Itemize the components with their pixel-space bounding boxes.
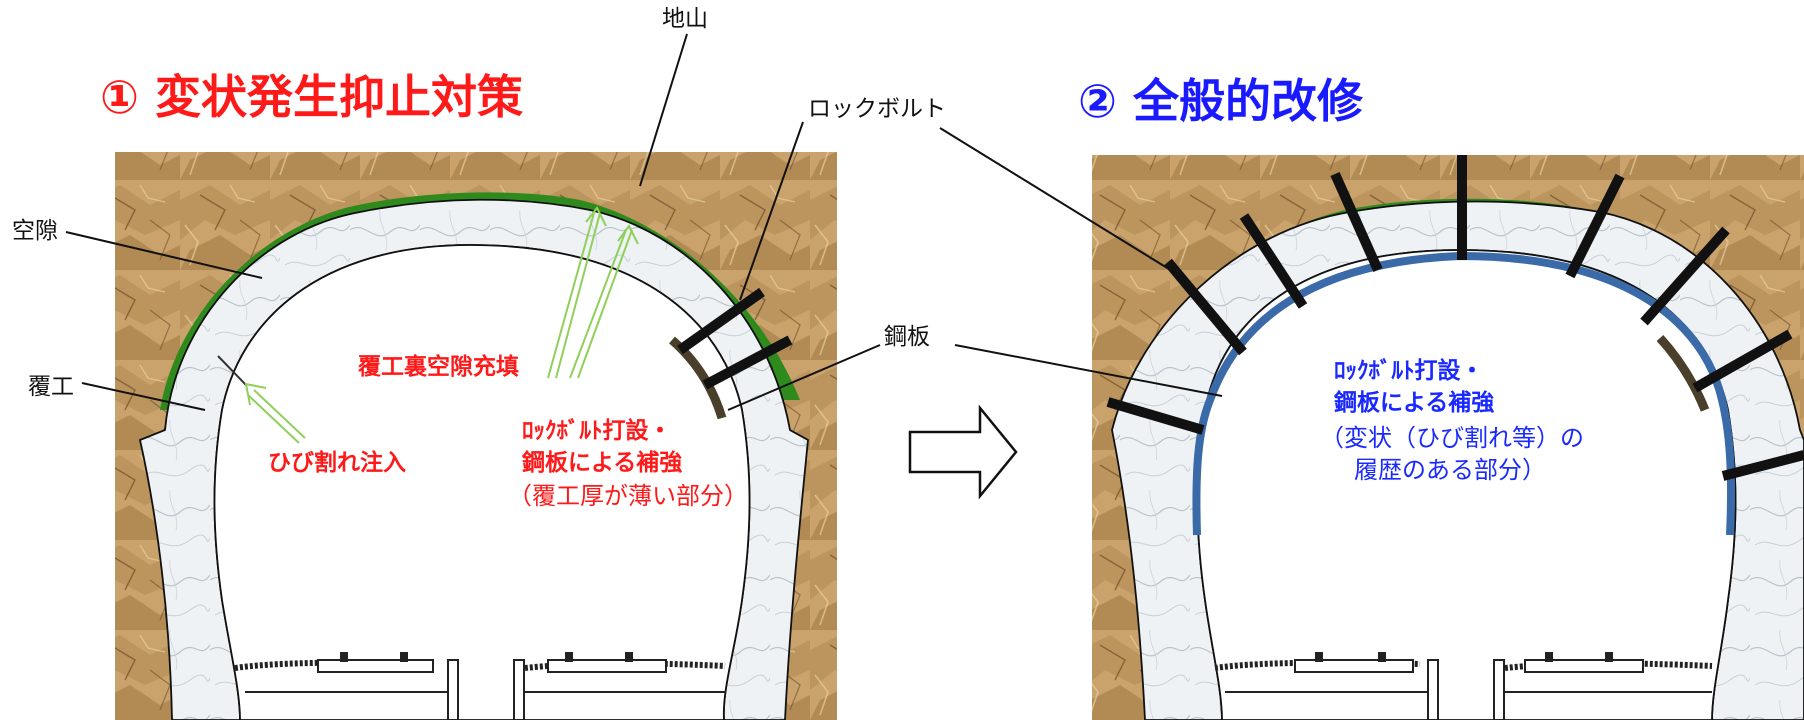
label-fukkou: 覆工 <box>28 374 74 400</box>
label-measure-1-line2: 鋼板による補強 <box>522 450 683 476</box>
label-void-fill: 覆工裏空隙充填 <box>358 354 519 380</box>
tunnel-opening-1 <box>213 244 751 720</box>
track-left-2 <box>1214 652 1439 720</box>
label-rockbolt: ロックボルト <box>808 96 946 122</box>
leader-rockbolt-2 <box>939 127 1191 283</box>
track-right-1 <box>513 652 726 720</box>
leader-fill-arrows <box>547 206 639 379</box>
label-measure-2-line1: ﾛｯｸﾎﾞﾙﾄ打設・ <box>1334 358 1484 384</box>
rock-bolt-1a <box>677 287 765 355</box>
leader-rockbolt-1 <box>739 121 804 301</box>
label-measure-1-line1: ﾛｯｸﾎﾞﾙﾄ打設・ <box>522 418 672 444</box>
label-kouban: 鋼板 <box>884 324 930 350</box>
label-measure-2-line4: 履歴のある部分） <box>1354 456 1546 484</box>
label-jiyama: 地山 <box>662 6 708 32</box>
rock-bolt-1b <box>702 335 793 390</box>
leader-kouban-1 <box>727 344 881 411</box>
tunnel-opening-2 <box>1196 249 1737 720</box>
leader-fukkou <box>81 382 206 411</box>
label-measure-2-line3: （変状（ひび割れ等）の <box>1320 424 1584 452</box>
steel-plate-2-dark <box>1656 334 1710 412</box>
label-crack-injection: ひび割れ注入 <box>268 450 406 476</box>
panel-1-cross-section <box>115 152 837 720</box>
track-left-1 <box>234 652 459 720</box>
label-measure-2-line2: 鋼板による補強 <box>1334 390 1495 416</box>
label-measure-1-line3: （覆工厚が薄い部分） <box>508 482 748 510</box>
leader-kouban-2 <box>954 344 1223 397</box>
crack-line <box>217 355 247 386</box>
label-kuugeki: 空隙 <box>12 218 58 244</box>
leader-crack-arrow <box>244 382 306 444</box>
right-outline-arrow-icon <box>908 404 1018 500</box>
panel-2-title: ② 全般的改修 <box>1078 74 1363 128</box>
panel-2-cross-section <box>1092 155 1804 720</box>
track-right-2 <box>1493 652 1713 720</box>
panel-1-title: ① 変状発生抑止対策 <box>100 70 523 124</box>
leader-jiyama <box>639 33 688 187</box>
leader-kuugeki <box>65 231 263 279</box>
